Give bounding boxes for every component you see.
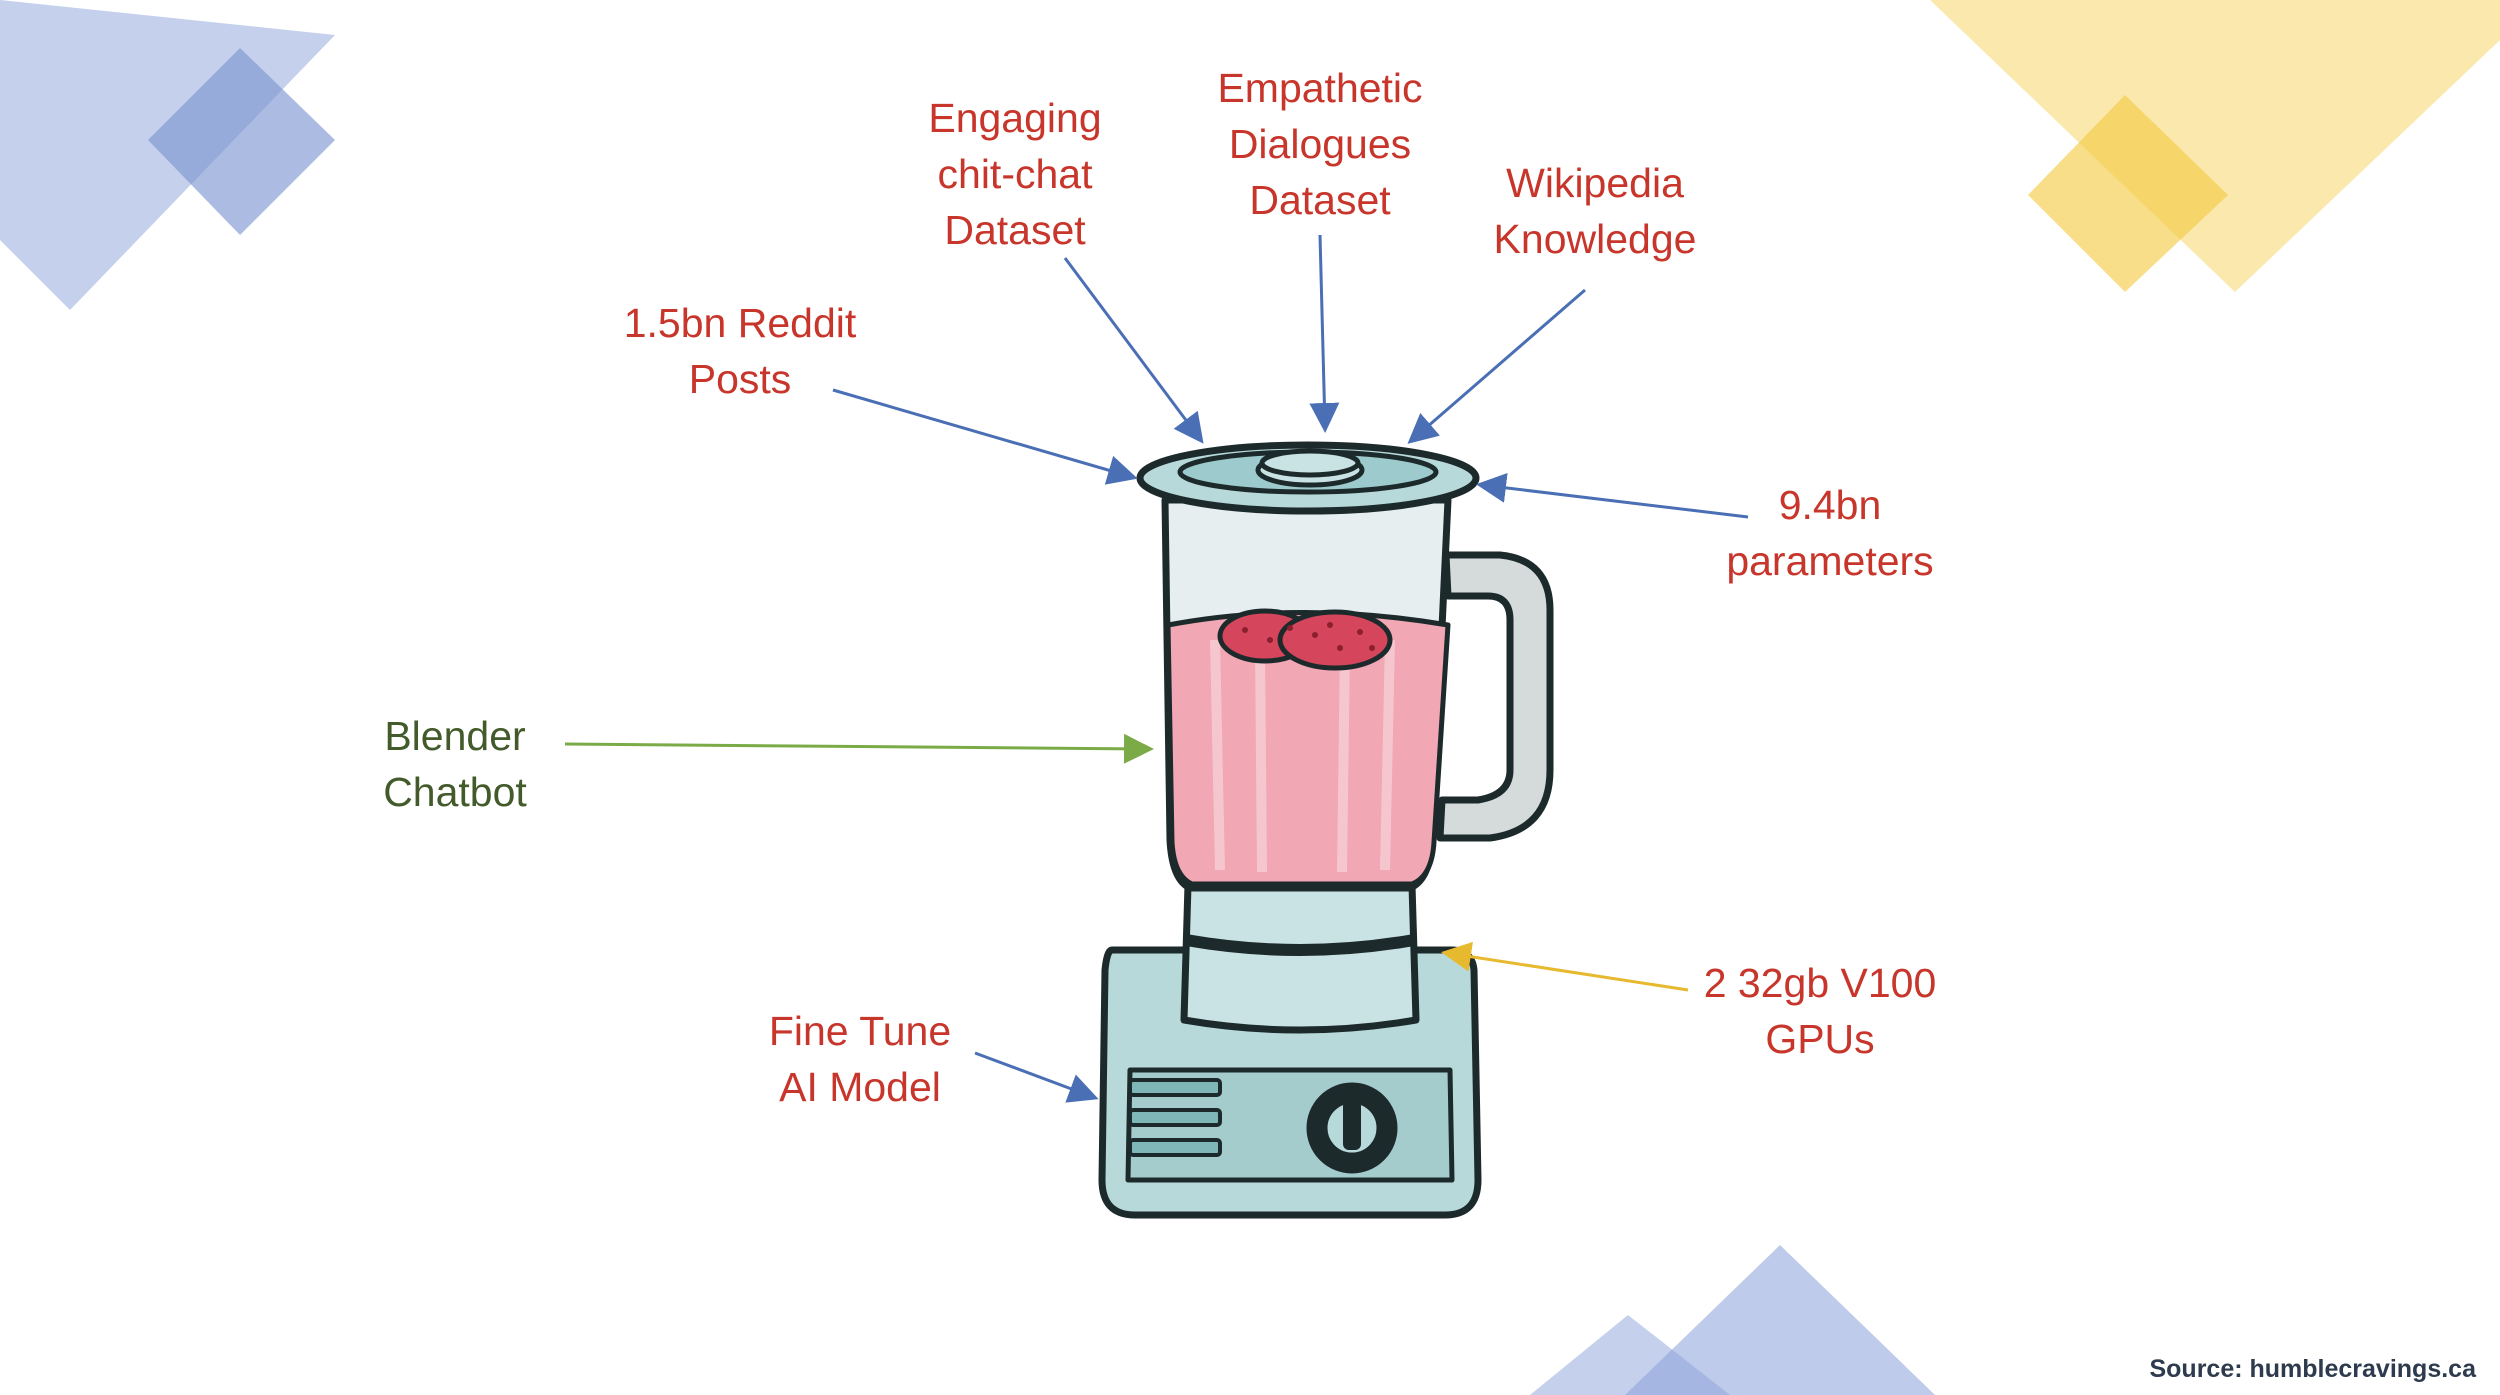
- label-engaging-dataset: Engaging chit-chat Dataset: [928, 90, 1101, 258]
- blender-collar: [1180, 881, 1420, 1034]
- deco-top-left: [0, 0, 335, 310]
- label-line: Dataset: [944, 207, 1086, 253]
- label-blender-chatbot: Blender Chatbot: [383, 708, 527, 820]
- label-line: Posts: [688, 356, 792, 402]
- label-fine-tune: Fine Tune AI Model: [769, 1003, 951, 1115]
- label-reddit-posts: 1.5bn Reddit Posts: [624, 295, 857, 407]
- blender-handle: [1436, 551, 1554, 842]
- label-line: Engaging: [928, 95, 1102, 141]
- label-line: Empathetic: [1217, 65, 1423, 111]
- label-line: GPUs: [1765, 1016, 1875, 1062]
- source-credit: Source: humblecravings.ca: [2149, 1355, 2476, 1383]
- label-line: Blender: [384, 713, 526, 759]
- label-line: AI Model: [779, 1064, 941, 1110]
- arrow-finetune: [974, 1051, 1099, 1103]
- deco-top-right: [1930, 0, 2500, 292]
- label-line: 1.5bn Reddit: [623, 300, 857, 346]
- deco-bottom: [1530, 1245, 1935, 1395]
- arrow-empathetic: [1309, 234, 1340, 433]
- arrow-wikipedia: [1407, 288, 1586, 444]
- label-line: Chatbot: [383, 769, 527, 815]
- label-gpus: 2 32gb V100 GPUs: [1704, 955, 1937, 1067]
- arrows: [564, 234, 1749, 1103]
- label-line: Fine Tune: [768, 1008, 952, 1054]
- arrow-reddit: [832, 388, 1138, 485]
- arrow-gpus: [1441, 941, 1689, 992]
- label-line: chit-chat: [937, 151, 1093, 197]
- label-line: Knowledge: [1493, 216, 1697, 262]
- label-line: Dialogues: [1228, 121, 1412, 167]
- label-parameters: 9.4bn parameters: [1726, 477, 1933, 589]
- label-empathetic-dialogues: Empathetic Dialogues Dataset: [1217, 60, 1422, 228]
- label-line: 2 32gb V100: [1703, 960, 1937, 1006]
- label-line: Dataset: [1249, 177, 1391, 223]
- label-line: parameters: [1726, 538, 1934, 584]
- arrow-engaging: [1063, 257, 1204, 444]
- label-line: Wikipedia: [1506, 160, 1684, 206]
- label-line: 9.4bn: [1778, 482, 1882, 528]
- strawberry: [1277, 609, 1393, 671]
- arrow-parameters: [1476, 472, 1749, 519]
- blender-illustration: [1098, 441, 1554, 1219]
- arrow-blender: [564, 733, 1154, 764]
- label-wikipedia-knowledge: Wikipedia Knowledge: [1494, 155, 1697, 267]
